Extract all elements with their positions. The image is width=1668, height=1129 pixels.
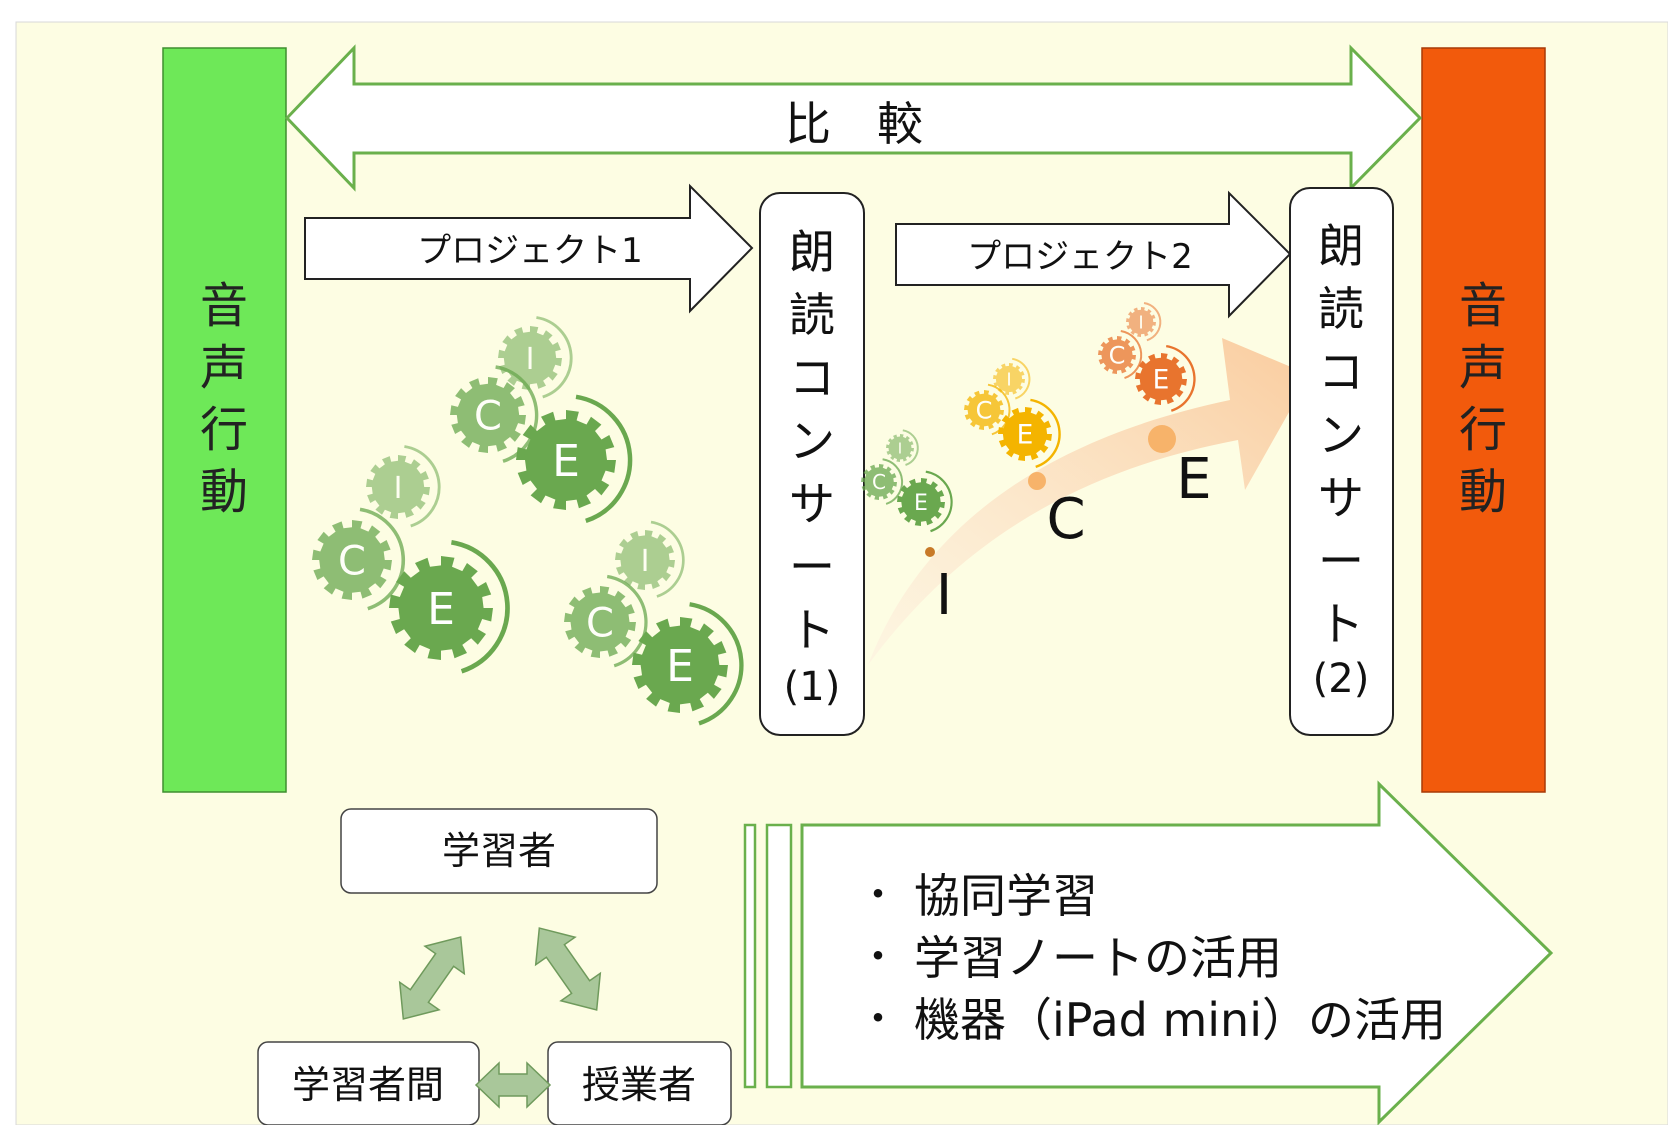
growth-dot-c [1028,472,1046,490]
double-arrow-between-teacher [474,1061,552,1109]
concert1-box [759,192,865,736]
growth-dot-i [925,547,935,557]
svg-text:C: C [338,538,366,584]
teacher-label: 授業者 [582,1063,696,1107]
double-arrow-learner-between [398,936,466,1020]
left-bar [162,47,287,793]
cluster-yellow-gear-i: I [993,357,1031,400]
svg-text:C: C [1109,342,1126,370]
method-bullet-2: ・ [858,934,898,980]
method-bullet-1: ・ [858,872,898,918]
svg-text:I: I [1006,369,1011,390]
svg-text:I: I [526,342,535,377]
svg-text:E: E [666,641,694,692]
right-bar-label: 音声行動 [1459,278,1507,520]
left-bar-label: 音声行動 [200,278,248,520]
cluster-top-gear-c: C [450,365,539,463]
project1-arrow [304,183,754,314]
method-item-3: 機器（iPad mini）の活用 [914,993,1446,1047]
double-arrow-learner-teacher [534,927,602,1011]
project1-label: プロジェクト1 [417,231,643,271]
svg-text:I: I [1138,312,1143,333]
concert2-box [1289,187,1394,736]
cluster-left-gear-i: I [366,445,441,528]
svg-text:I: I [898,439,902,457]
cluster-left-gear-c: C [312,507,406,611]
svg-text:C: C [976,397,993,425]
learner-box [340,808,658,894]
svg-text:E: E [552,436,580,487]
method-item-2: 学習ノートの活用 [914,931,1282,985]
project2-arrow [895,190,1292,319]
cluster-small-green-gear-e: E [897,470,953,533]
cluster-yellow-gear-c: C [964,383,1011,436]
svg-text:C: C [474,393,502,439]
cluster-right-gear-e: E [632,602,744,726]
concert1-title: 朗読コンサート [789,225,835,657]
svg-text:E: E [427,584,455,635]
growth-label-i: I [936,563,953,628]
methods-arrow-stripe-1 [743,823,757,1089]
learner-label: 学習者 [442,829,556,873]
cluster-orange-gear-i: I [1126,302,1162,342]
concert2-number: (2) [1313,656,1370,702]
svg-text:E: E [914,491,928,516]
between-learners-label: 学習者間 [292,1063,444,1107]
svg-text:E: E [1153,365,1170,396]
method-item-1: 協同学習 [914,869,1098,923]
method-bullet-3: ・ [858,996,898,1042]
cluster-right-gear-c: C [564,574,648,668]
cluster-yellow-gear-e: E [998,398,1061,469]
cluster-orange-gear-e: E [1135,344,1196,412]
concert2-title: 朗読コンサート [1318,219,1364,651]
growth-label-c: C [1046,487,1085,552]
svg-text:I: I [394,471,403,506]
cluster-right-gear-i: I [615,520,685,598]
compare-label: 比 較 [785,97,923,151]
cluster-top-gear-e: E [516,394,633,524]
svg-text:I: I [641,544,650,579]
growth-dot-e [1148,425,1176,453]
growth-label-e: E [1176,447,1211,512]
svg-text:C: C [872,470,886,494]
svg-text:E: E [1017,420,1034,451]
project2-label: プロジェクト2 [967,237,1193,277]
cluster-left-gear-e: E [389,539,510,674]
cluster-orange-gear-c: C [1098,330,1143,380]
svg-text:C: C [586,600,614,646]
concert1-number: (1) [784,664,841,710]
cluster-small-green-gear-i: I [886,429,919,466]
methods-arrow-stripe-2 [765,823,793,1089]
compare-double-arrow [284,44,1423,192]
growth-arrow [868,338,1310,665]
right-bar [1421,47,1546,793]
cluster-small-green-gear-c: C [861,458,904,505]
methods-arrow [800,780,1554,1126]
